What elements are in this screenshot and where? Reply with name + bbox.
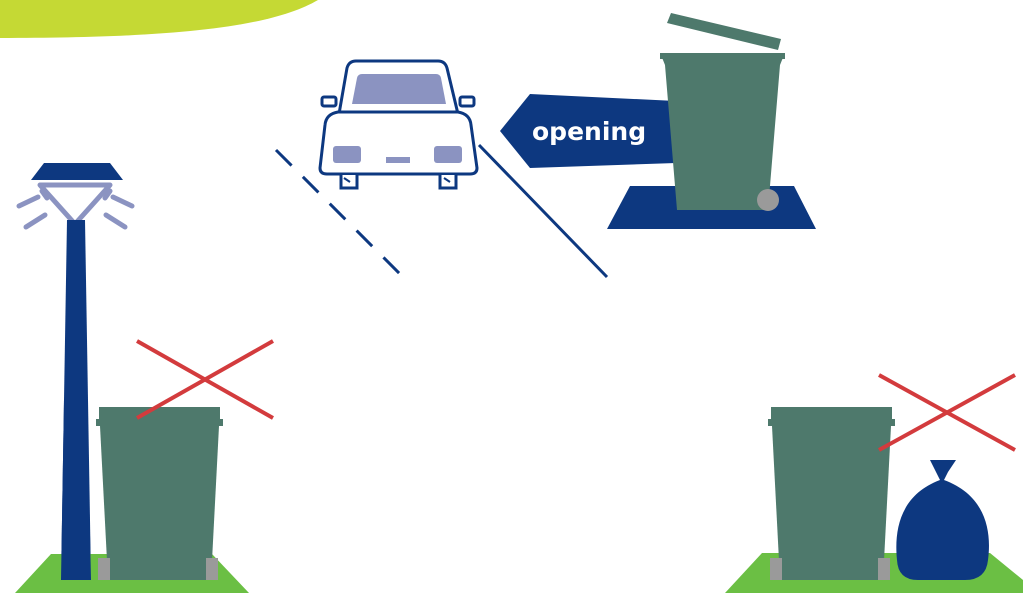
red-cross-icon xyxy=(137,341,273,418)
wheelie-bin-icon xyxy=(96,407,223,580)
garbage-bag-icon xyxy=(896,460,989,580)
wheelie-bin-icon xyxy=(768,407,895,580)
opening-label: opening xyxy=(532,117,646,146)
lime-arc-icon xyxy=(0,0,318,38)
bin-right-group xyxy=(725,375,1023,593)
red-cross-icon xyxy=(879,375,1015,450)
car-front-icon xyxy=(276,61,607,277)
bin-left-group xyxy=(15,341,273,593)
